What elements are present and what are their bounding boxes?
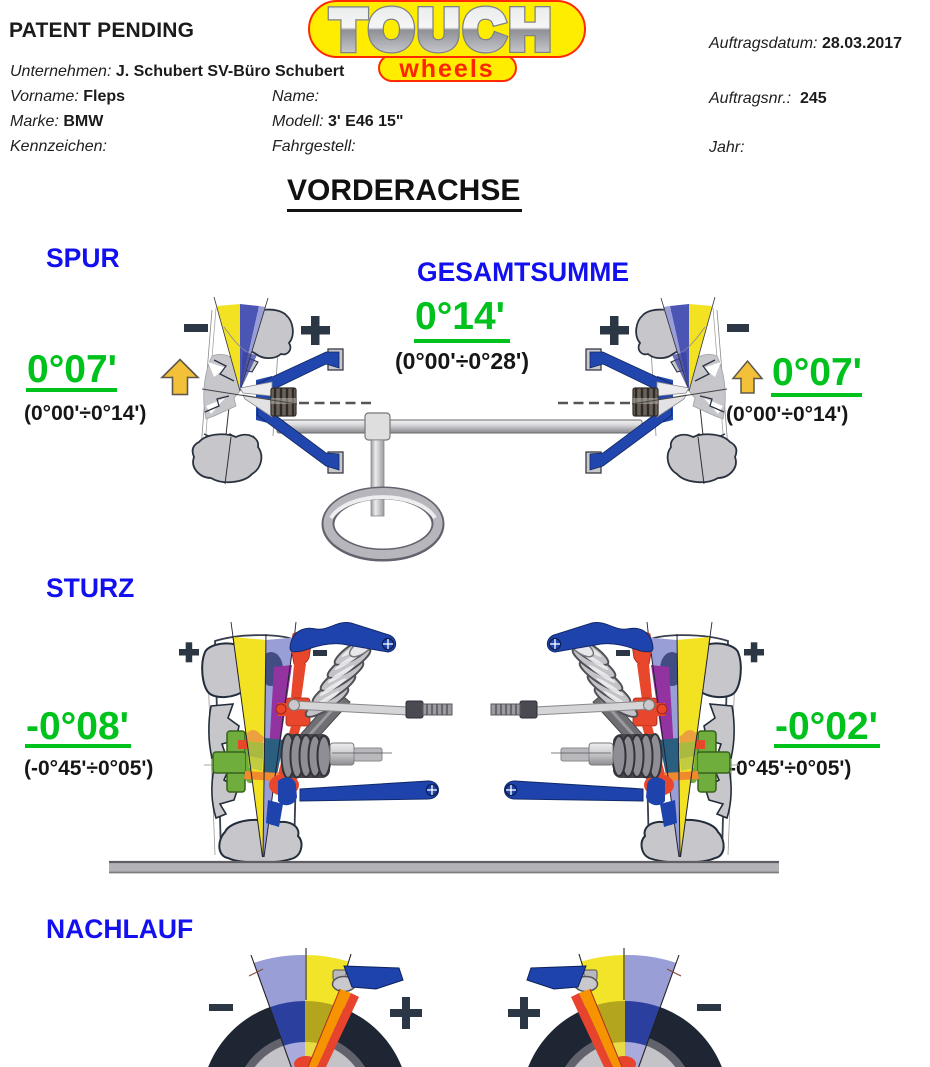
svg-text:wheels: wheels <box>398 55 494 83</box>
svg-text:TOUCH: TOUCH <box>331 0 555 62</box>
svg-text:TOUCH: TOUCH <box>331 0 555 62</box>
